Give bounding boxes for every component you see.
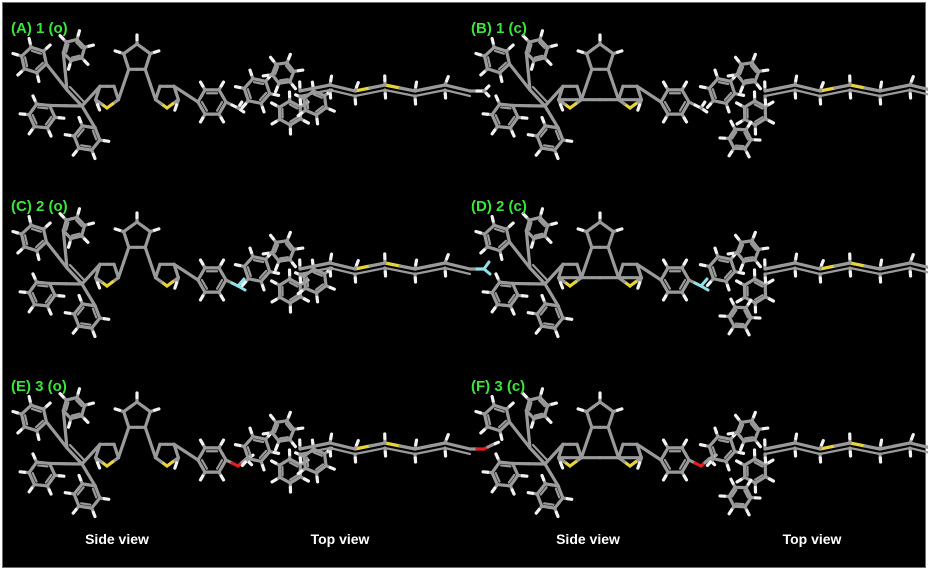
panel-label-d: (D) 2 (c) xyxy=(471,198,527,215)
molecule-top-view-5 xyxy=(698,410,928,517)
panel-label-e: (E) 3 (o) xyxy=(11,378,67,395)
molecule-side-view-3 xyxy=(474,207,710,339)
molecule-top-view-2 xyxy=(233,230,492,314)
panel-label-b: (B) 1 (c) xyxy=(471,20,527,37)
molecule-side-view-2 xyxy=(11,207,247,339)
molecule-top-view-3 xyxy=(698,230,928,337)
molecule-side-view-0 xyxy=(11,29,246,161)
molecule-side-view-5 xyxy=(474,387,718,519)
molecule-top-view-1 xyxy=(698,52,928,159)
molecule-side-view-1 xyxy=(474,29,709,161)
panel-label-f: (F) 3 (c) xyxy=(471,378,526,395)
panel-label-c: (C) 2 (o) xyxy=(11,198,68,215)
caption-top-view-right: Top view xyxy=(782,531,842,547)
caption-top-view-left: Top view xyxy=(310,531,370,547)
panel-label-a: (A) 1 (o) xyxy=(11,20,68,37)
molecule-side-view-4 xyxy=(11,387,255,519)
molecule-top-view-0 xyxy=(233,52,491,136)
caption-side-view-left: Side view xyxy=(85,531,149,547)
caption-side-view-right: Side view xyxy=(556,531,620,547)
molecule-top-view-4 xyxy=(233,410,501,494)
